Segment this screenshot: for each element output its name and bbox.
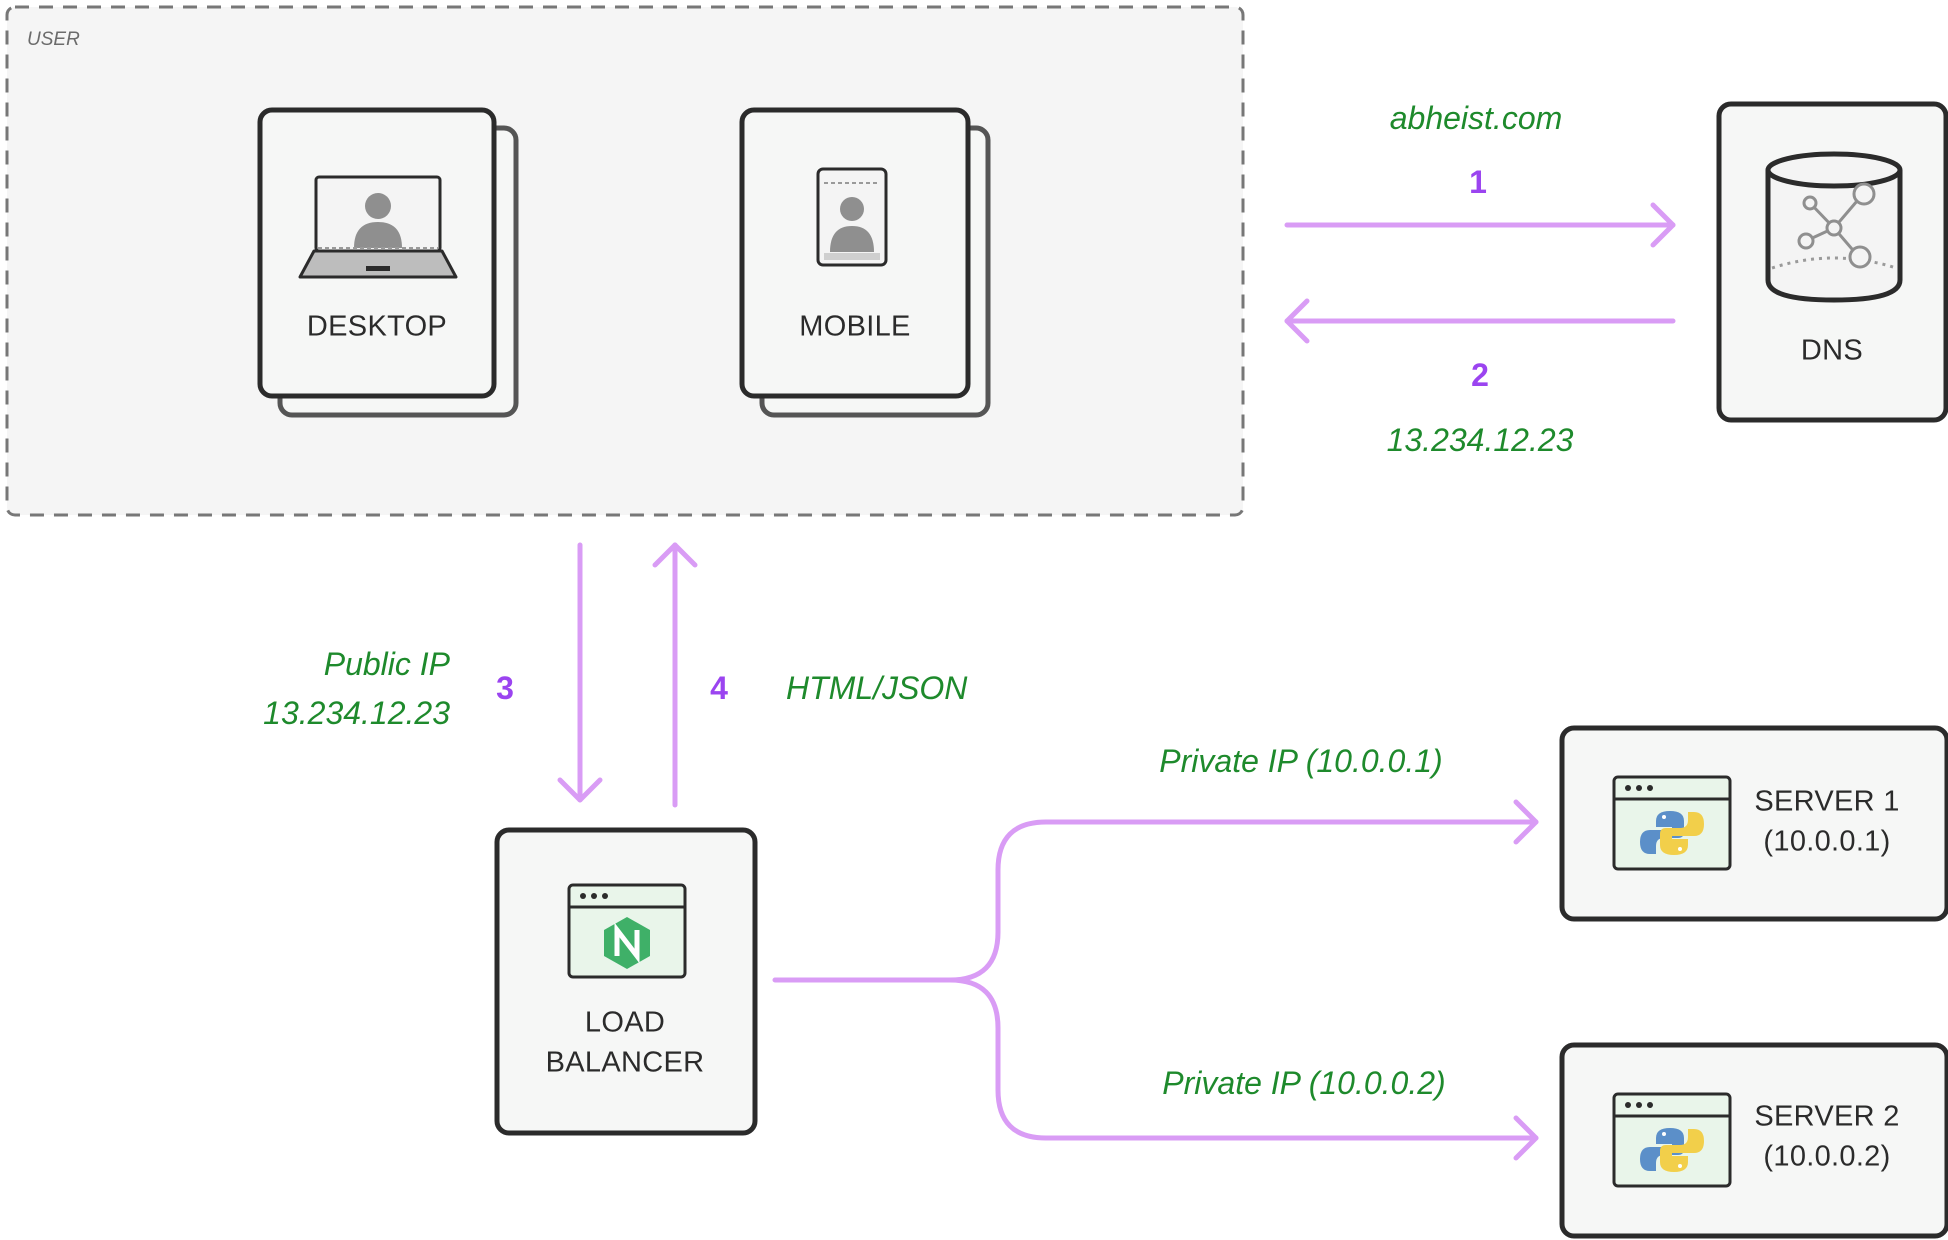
user-group-label: USER: [27, 29, 80, 50]
server1-edge-label: Private IP (10.0.0.1): [1159, 743, 1443, 779]
desktop-node[interactable]: [257, 107, 519, 418]
server2-edge-label: Private IP (10.0.0.2): [1162, 1065, 1446, 1101]
step2-number: 2: [1471, 357, 1489, 393]
load-balancer-label-line1: LOAD: [584, 1006, 666, 1039]
desktop-label: DESKTOP: [306, 310, 448, 343]
step4-label: HTML/JSON: [786, 670, 968, 706]
arrow-load-balancer-to-server2: [947, 977, 1539, 1161]
mobile-label: MOBILE: [799, 310, 911, 343]
python-window-icon: [1612, 1092, 1732, 1188]
server2-label-line2: (10.0.0.2): [1763, 1140, 1891, 1173]
server1-node[interactable]: [1559, 725, 1948, 922]
step3-label-line1: Public IP: [323, 646, 450, 682]
load-balancer-node[interactable]: [494, 827, 758, 1136]
arrow-load-balancer-to-user: [652, 542, 698, 808]
arrow-load-balancer-to-server1: [772, 799, 1539, 983]
step4-number: 4: [710, 670, 728, 706]
step3-label-line2: 13.234.12.23: [263, 695, 450, 731]
laptop-user-icon: [298, 175, 458, 279]
step1-label: abheist.com: [1389, 100, 1563, 136]
load-balancer-label-line2: BALANCER: [545, 1046, 705, 1079]
nginx-window-icon: [567, 883, 687, 979]
step1-number: 1: [1469, 164, 1487, 200]
database-network-icon: [1765, 151, 1903, 303]
arrow-user-to-dns: [1284, 202, 1676, 248]
step2-label: 13.234.12.23: [1386, 422, 1574, 458]
dns-node[interactable]: [1716, 101, 1948, 423]
server1-label-line2: (10.0.0.1): [1763, 825, 1891, 858]
arrow-dns-to-user: [1284, 298, 1676, 344]
step3-number: 3: [496, 670, 514, 706]
server1-label-line1: SERVER 1: [1754, 785, 1900, 818]
server2-node[interactable]: [1559, 1042, 1948, 1239]
dns-label: DNS: [1800, 334, 1864, 367]
python-window-icon: [1612, 775, 1732, 871]
phone-user-icon: [816, 167, 888, 267]
arrow-user-to-load-balancer: [557, 542, 603, 803]
user-group-box: [5, 5, 1245, 517]
server2-label-line1: SERVER 2: [1754, 1100, 1900, 1133]
mobile-node[interactable]: [739, 107, 991, 418]
